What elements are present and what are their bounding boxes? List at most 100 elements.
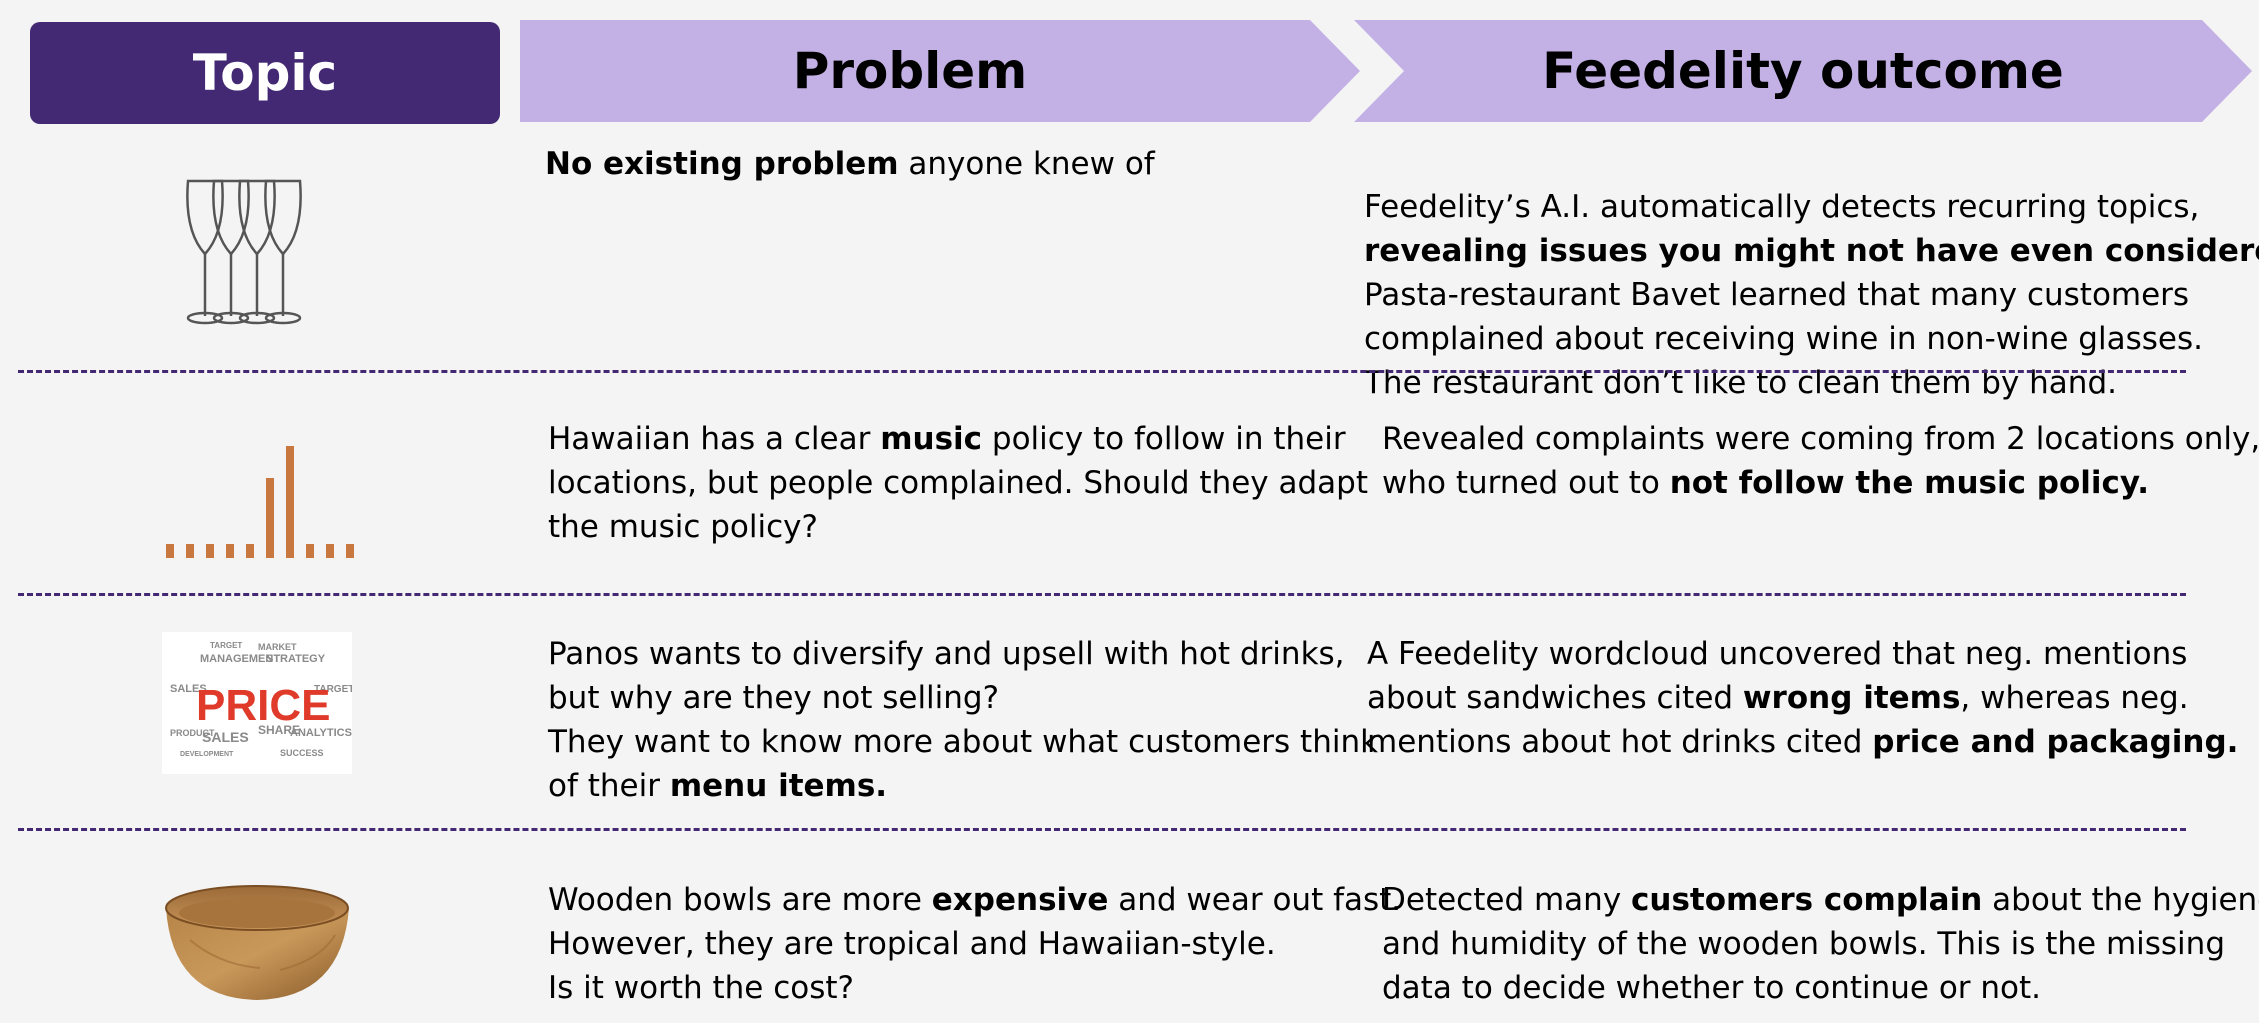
text-line: Panos wants to diversify and upsell with…: [548, 632, 1378, 676]
music-bar: [206, 544, 214, 558]
bold-text: wrong items: [1742, 680, 1961, 716]
music-bar: [286, 446, 294, 558]
problem-arrow-shape: [520, 20, 1360, 122]
text-line: about sandwiches cited wrong items, wher…: [1367, 676, 2238, 720]
text-segment: about sandwiches cited: [1367, 680, 1743, 716]
text-segment: They want to know more about what custom…: [548, 724, 1379, 760]
text-line: Hawaiian has a clear music policy to fol…: [548, 417, 1368, 461]
text-line: A Feedelity wordcloud uncovered that neg…: [1367, 632, 2238, 676]
text-segment: However, they are tropical and Hawaiian-…: [548, 926, 1276, 962]
topic-header-label: Topic: [192, 44, 338, 102]
wordcloud-word: STRATEGY: [266, 653, 326, 665]
text-line: mentions about hot drinks cited price an…: [1367, 720, 2238, 764]
text-segment: A Feedelity wordcloud uncovered that neg…: [1367, 636, 2188, 672]
row4-outcome: Detected many customers complain about t…: [1382, 878, 2259, 1010]
bold-text: not follow the music policy.: [1669, 465, 2150, 501]
bold-text: customers complain: [1631, 882, 1983, 918]
wooden-bowl-icon: [160, 880, 355, 1009]
wordcloud-word: TARGET: [210, 641, 242, 650]
text-line: Wooden bowls are more expensive and wear…: [548, 878, 1401, 922]
music-bar: [346, 544, 354, 558]
row3-problem: Panos wants to diversify and upsell with…: [548, 632, 1378, 808]
wordcloud-word: ANALYTICS: [290, 727, 352, 739]
topic-header: Topic: [30, 22, 500, 124]
row1-problem: No existing problem anyone knew of: [545, 142, 1155, 186]
text-line: but why are they not selling?: [548, 676, 1378, 720]
problem-header-label: Problem: [792, 42, 1028, 100]
text-line: of their menu items.: [548, 764, 1378, 808]
text-segment: about the hygiene: [1982, 882, 2259, 918]
wordcloud-word: PRODUCT: [170, 728, 215, 738]
text-segment: the music policy?: [548, 509, 818, 545]
wordcloud-word: DEVELOPMENT: [180, 751, 234, 758]
music-bar: [226, 544, 234, 558]
price-wordcloud-icon: MANAGEMENT STRATEGY MARKET TARGET SALES …: [162, 632, 354, 778]
text-line: Is it worth the cost?: [548, 966, 1401, 1010]
music-bar: [326, 544, 334, 558]
text-segment: locations, but people complained. Should…: [548, 465, 1369, 501]
music-bar: [266, 478, 274, 558]
music-bar: [186, 544, 194, 558]
wordcloud-word: MARKET: [258, 642, 297, 652]
row3-outcome: A Feedelity wordcloud uncovered that neg…: [1367, 632, 2238, 764]
text-line: who turned out to not follow the music p…: [1382, 461, 2259, 505]
music-bar: [246, 544, 254, 558]
text-line: However, they are tropical and Hawaiian-…: [548, 922, 1401, 966]
music-bars-icon: [150, 440, 365, 564]
text-segment: Is it worth the cost?: [548, 970, 854, 1006]
text-line: locations, but people complained. Should…: [548, 461, 1368, 505]
text-line: the music policy?: [548, 505, 1368, 549]
text-segment: but why are they not selling?: [548, 680, 1000, 716]
text-segment: Hawaiian has a clear: [548, 421, 881, 457]
music-bar: [306, 544, 314, 558]
outcome-header-label: Feedelity outcome: [1542, 42, 2064, 100]
wordcloud-price: PRICE: [196, 681, 330, 730]
text-segment: policy to follow in their: [982, 421, 1346, 457]
text-segment: , whereas neg.: [1960, 680, 2189, 716]
text-line: No existing problem anyone knew of: [545, 142, 1155, 186]
wine-glasses-icon: [180, 176, 330, 335]
text-segment: and humidity of the wooden bowls. This i…: [1382, 926, 2225, 962]
text-segment: anyone knew of: [898, 146, 1155, 182]
text-segment: Feedelity’s A.I. automatically detects r…: [1364, 189, 2200, 225]
row2-outcome: Revealed complaints were coming from 2 l…: [1382, 417, 2259, 505]
text-line: Revealed complaints were coming from 2 l…: [1382, 417, 2259, 461]
row-divider: [18, 593, 2186, 596]
text-line: and humidity of the wooden bowls. This i…: [1382, 922, 2259, 966]
text-segment: who turned out to: [1382, 465, 1670, 501]
text-segment: data to decide whether to continue or no…: [1382, 970, 2042, 1006]
text-segment: Revealed complaints were coming from 2 l…: [1382, 421, 2259, 457]
row1-outcome: Feedelity’s A.I. automatically detects r…: [1364, 185, 2259, 405]
text-segment: of their: [548, 768, 670, 804]
wordcloud-word: MANAGEMENT: [200, 653, 280, 665]
text-segment: complained about receiving wine in non-w…: [1364, 321, 2203, 357]
text-segment: Panos wants to diversify and upsell with…: [548, 636, 1345, 672]
row2-problem: Hawaiian has a clear music policy to fol…: [548, 417, 1368, 549]
bold-text: menu items.: [669, 768, 888, 804]
wordcloud-word: SUCCESS: [280, 748, 324, 758]
text-line: Pasta-restaurant Bavet learned that many…: [1364, 273, 2259, 317]
bold-text: price and packaging.: [1872, 724, 2239, 760]
text-line: The restaurant don’t like to clean them …: [1364, 361, 2259, 405]
text-segment: Detected many: [1382, 882, 1632, 918]
text-line: They want to know more about what custom…: [548, 720, 1378, 764]
text-segment: and wear out fast.: [1108, 882, 1402, 918]
text-line: revealing issues you might not have even…: [1364, 229, 2259, 273]
bold-text: revealing issues you might not have even…: [1364, 233, 2259, 269]
row-divider: [18, 828, 2186, 831]
wordcloud-word: SHARE: [258, 723, 300, 737]
text-segment: mentions about hot drinks cited: [1367, 724, 1873, 760]
text-line: complained about receiving wine in non-w…: [1364, 317, 2259, 361]
outcome-arrow-shape: [1354, 20, 2252, 122]
text-segment: Pasta-restaurant Bavet learned that many…: [1364, 277, 2190, 313]
problem-header: Problem: [520, 20, 1360, 122]
wordcloud-word: SALES: [170, 683, 207, 695]
text-segment: Wooden bowls are more: [548, 882, 932, 918]
wordcloud-word: SALES: [202, 729, 249, 745]
wordcloud-word: TARGET: [314, 684, 352, 695]
bold-text: expensive: [931, 882, 1109, 918]
music-bar: [166, 544, 174, 558]
bold-text: No existing problem: [545, 146, 899, 182]
text-line: Detected many customers complain about t…: [1382, 878, 2259, 922]
outcome-header: Feedelity outcome: [1354, 20, 2252, 122]
